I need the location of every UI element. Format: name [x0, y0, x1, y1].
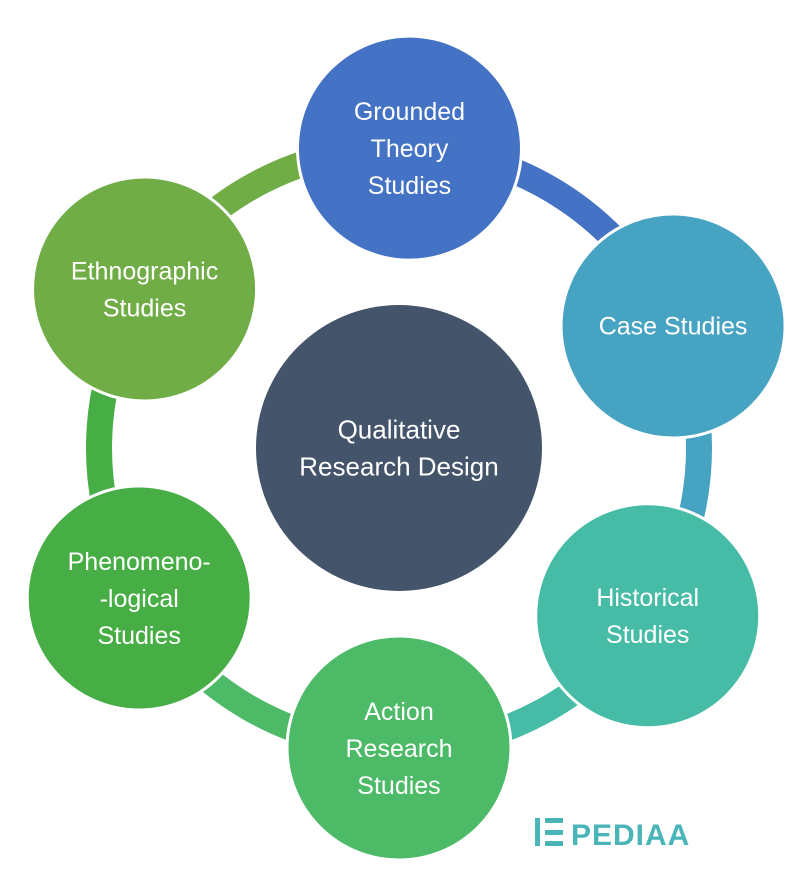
label-line: Research Design — [299, 451, 498, 481]
node-circle-historical-studies — [534, 502, 762, 730]
label-line: Case Studies — [599, 313, 748, 341]
node-circle-phenomenological-studies — [25, 484, 253, 712]
label-line: Studies — [368, 172, 451, 200]
node-label-case-studies: Case Studies — [599, 313, 748, 341]
label-line: Historical — [596, 584, 699, 612]
node-case-studies: Case Studies — [559, 212, 787, 440]
label-line: Studies — [606, 621, 689, 649]
label-line: Theory — [371, 135, 449, 163]
pediaa-logo-text: PEDIAA — [571, 819, 690, 852]
node-circle-ethnographic-studies — [31, 175, 259, 403]
label-line: Grounded — [354, 98, 465, 126]
node-circle-action-research-studies — [285, 634, 513, 862]
pediaa-logo-icon — [535, 818, 563, 846]
pediaa-logo: PEDIAA — [535, 818, 690, 852]
label-line: Studies — [103, 294, 186, 322]
label-line: -logical — [100, 585, 179, 613]
label-line: Phenomeno- — [68, 548, 211, 576]
label-line: Research — [346, 735, 453, 763]
label-line: Action — [364, 698, 433, 726]
center-node-circle — [256, 305, 542, 591]
node-circle-case-studies — [559, 212, 787, 440]
label-line: Studies — [357, 772, 440, 800]
label-line: Qualitative — [338, 414, 461, 444]
label-line: Ethnographic — [71, 257, 218, 285]
node-circle-grounded-theory-studies — [295, 34, 523, 262]
label-line: Studies — [97, 622, 180, 650]
